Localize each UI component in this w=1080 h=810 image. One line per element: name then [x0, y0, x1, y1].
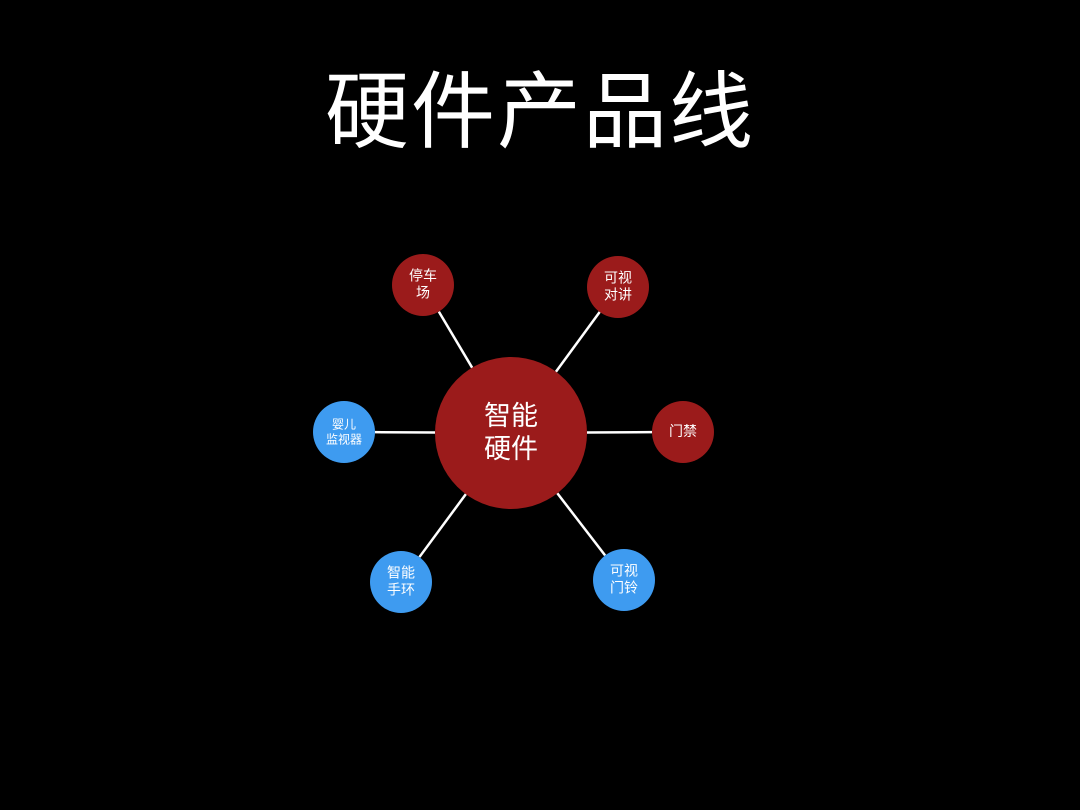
node-parking: 停车场 — [392, 254, 454, 316]
node-baby-monitor-label-line-1: 婴儿 — [332, 418, 356, 432]
connector-video-doorbell — [556, 492, 607, 557]
node-video-intercom-label-line-1: 可视 — [604, 271, 632, 287]
node-video-doorbell-label-line-1: 可视 — [610, 564, 638, 580]
center-node-label-line-2: 硬件 — [484, 434, 538, 465]
node-access-control: 门禁 — [652, 401, 714, 463]
node-parking-label-line-2: 场 — [416, 286, 430, 302]
node-parking-label-line-1: 停车 — [409, 268, 437, 285]
node-video-doorbell-label-line-2: 门铃 — [610, 581, 638, 597]
center-node-label-line-1: 智能 — [484, 401, 538, 432]
node-smart-band-label-line-2: 手环 — [387, 583, 415, 599]
node-access-control-label-line-1: 门禁 — [669, 424, 697, 440]
node-smart-band-circle — [370, 551, 432, 613]
connector-smart-band — [418, 493, 467, 558]
node-access-control-circle — [652, 401, 714, 463]
connector-video-intercom — [554, 311, 601, 373]
node-video-intercom-label-line-2: 对讲 — [604, 288, 632, 304]
node-video-doorbell-circle — [593, 549, 655, 611]
connector-parking — [437, 311, 474, 369]
page-title: 硬件产品线 — [324, 63, 755, 161]
node-video-intercom-circle — [587, 256, 649, 318]
connectors — [374, 311, 653, 558]
node-smart-band-label-line-1: 智能 — [387, 566, 415, 582]
node-parking-circle — [392, 254, 454, 316]
node-baby-monitor-circle — [313, 401, 375, 463]
center-node-circle — [435, 357, 587, 509]
node-baby-monitor-label-line-2: 监视器 — [326, 432, 362, 447]
